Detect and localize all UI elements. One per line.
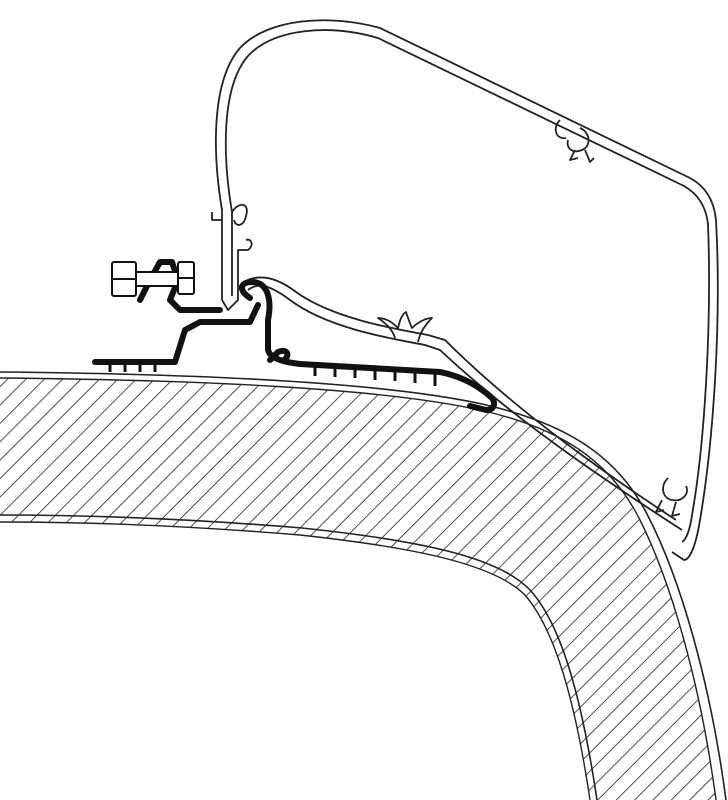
awning-casing [211, 19, 719, 561]
roof-outer-edge [0, 371, 727, 800]
roof-inner-edge [0, 514, 598, 800]
casing-inner-profile [224, 29, 710, 543]
roof-hatching [0, 378, 716, 800]
bracket-left-foot [92, 302, 261, 365]
bracket-hook [267, 348, 291, 363]
upper-c-groove [554, 119, 595, 163]
rail-fin [377, 311, 433, 343]
bolt-assembly [111, 261, 195, 297]
bracket-teeth [108, 362, 437, 386]
lower-c-groove [655, 477, 688, 517]
roof-inner-edge-inner [0, 521, 591, 800]
keder-channel [211, 203, 253, 311]
bracket-main-rail [239, 279, 497, 413]
casing-bottom-rail-inner [243, 276, 677, 521]
casing-outer-profile [215, 19, 719, 561]
casing-bottom-rail [247, 284, 683, 531]
vehicle-roof-section [0, 371, 727, 800]
